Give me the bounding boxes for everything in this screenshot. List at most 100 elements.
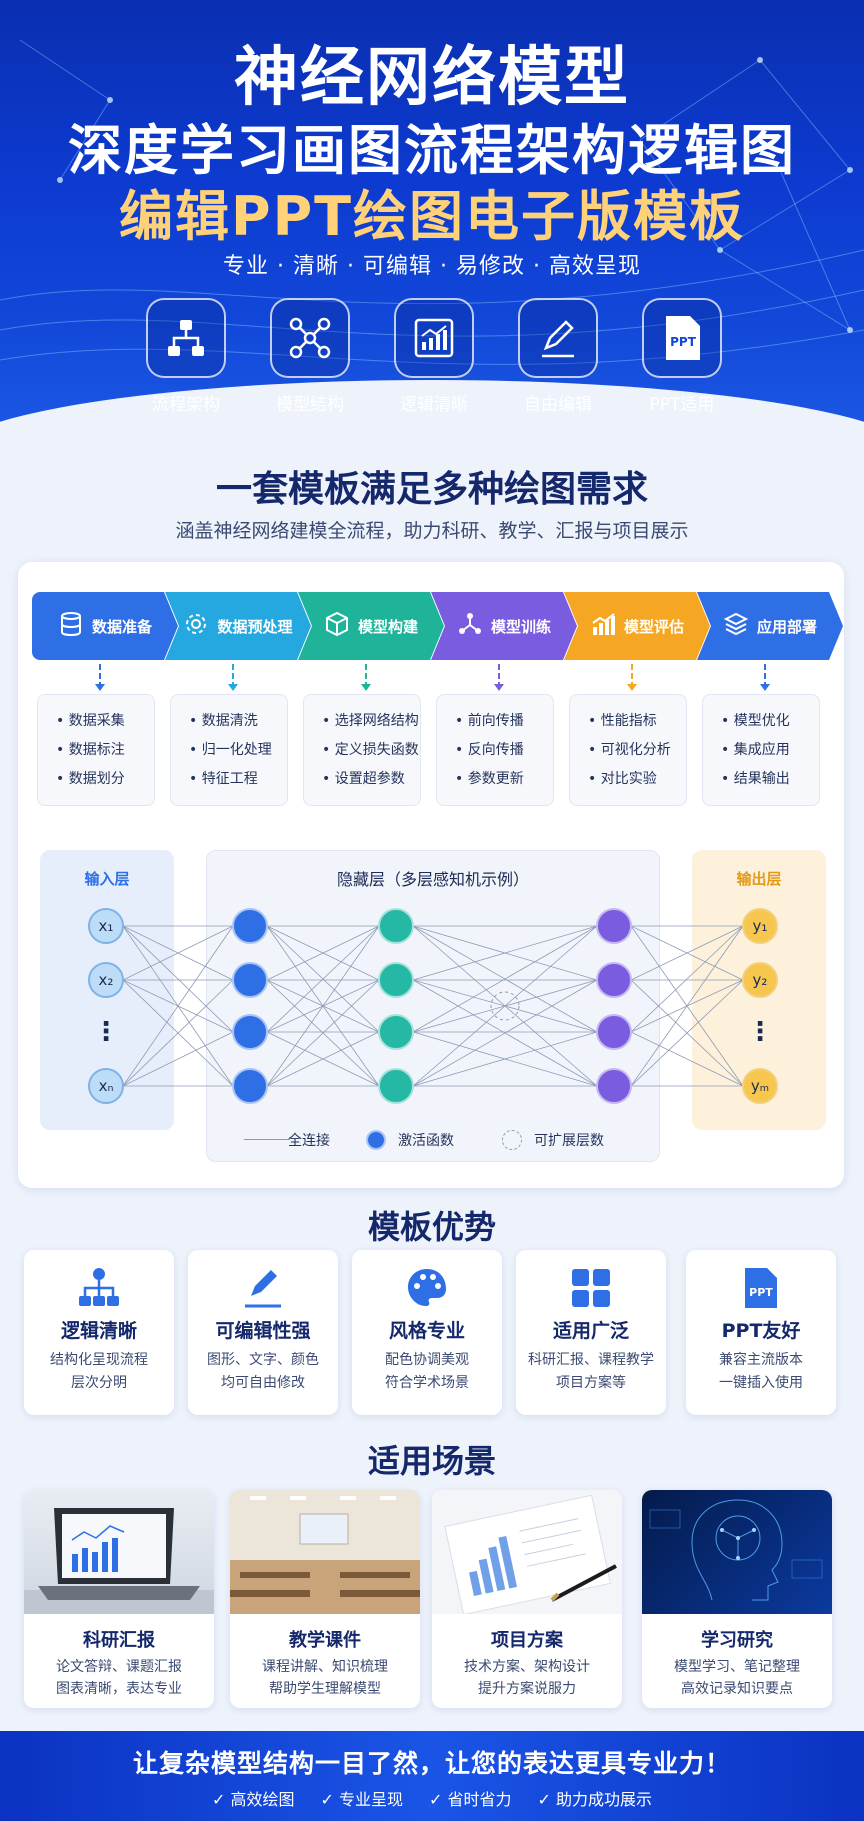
pipeline-detail-item: • 数据清洗 [189, 713, 258, 729]
hidden-node-layer2 [378, 908, 414, 944]
hero-banner [0, 0, 864, 450]
advantage-title: PPT友好 [721, 1320, 801, 1342]
pipeline-detail-item: • 对比实验 [588, 771, 657, 787]
section-title-scenes: 适用场景 [367, 1442, 496, 1480]
pipeline-step: 模型评估 [564, 592, 710, 660]
ppt-file-icon: PPT [739, 1266, 783, 1310]
scene-card: 项目方案 技术方案、架构设计提升方案说服力 [432, 1490, 622, 1708]
scene-desc: 课程讲解、知识梳理帮助学生理解模型 [262, 1659, 388, 1697]
pipeline-connector [498, 664, 500, 688]
cube-icon [324, 611, 350, 641]
pipeline-step-details: • 性能指标• 可视化分析• 对比实验 [569, 694, 687, 806]
pipeline-detail-item: • 选择网络结构 [322, 713, 419, 729]
connection-line [266, 925, 380, 1033]
pipeline-step-label: 模型训练 [490, 617, 551, 636]
legend-full-connect: 全连接 [288, 1133, 330, 1149]
connection-line [266, 979, 380, 1087]
hero-title-line3: 编辑PPT绘图电子版模板 [119, 185, 745, 248]
section-title-advantages: 模板优势 [367, 1208, 496, 1246]
ppt-badge: PPT [749, 1286, 773, 1299]
ppt-badge: PPT [670, 335, 697, 349]
legend-node-icon [366, 1130, 386, 1150]
hidden-node-layer2 [378, 1068, 414, 1104]
network-icon [270, 298, 350, 378]
feature-flow-architecture: 流程架构 [144, 298, 228, 415]
pipeline-arrow-tip [494, 684, 504, 691]
feature-model-structure: 模型结构 [268, 298, 352, 415]
ai-head-photo [642, 1490, 832, 1614]
pipeline-detail-item: • 前向传播 [455, 713, 524, 729]
pipeline-step-label: 数据预处理 [217, 617, 293, 636]
connection-line [412, 1031, 598, 1087]
database-icon [58, 611, 84, 641]
advantage-title: 逻辑清晰 [60, 1320, 137, 1342]
laptop-photo [24, 1490, 214, 1614]
gear-icon [183, 611, 209, 641]
legend-dashed-node-icon [502, 1130, 522, 1150]
hidden-node-layer3 [596, 962, 632, 998]
scene-title: 教学课件 [289, 1630, 361, 1651]
input-node [88, 1068, 124, 1104]
documents-photo [432, 1490, 622, 1614]
scene-desc: 论文答辩、课题汇报图表清晰，表达专业 [56, 1659, 182, 1697]
pipeline-step: 数据预处理 [165, 592, 311, 660]
pipeline-detail-item: • 集成应用 [721, 742, 790, 758]
advantage-desc: 配色协调美观符合学术场景 [385, 1352, 469, 1391]
grid-icon [569, 1266, 613, 1310]
pipeline-detail-item: • 归一化处理 [189, 742, 272, 758]
feature-logic-clear: 逻辑清晰 [392, 298, 476, 415]
pipeline-connector [764, 664, 766, 688]
pipeline-step-details: • 数据清洗 • 归一化处理 • 特征工程 [170, 694, 288, 806]
input-node-label: x₁ [99, 917, 114, 935]
legend-line-icon [244, 1139, 290, 1140]
footer-check-item: ✓ 助力成功展示 [537, 1790, 653, 1809]
input-node [88, 908, 124, 944]
connection-line [630, 979, 744, 1087]
connection-line [630, 925, 744, 1033]
feature-label: PPT适用 [649, 395, 715, 415]
connection-line [630, 1031, 744, 1087]
hidden-node-layer3 [596, 1068, 632, 1104]
connection-line [412, 979, 598, 1087]
chart-icon [394, 298, 474, 378]
pipeline-step-label: 模型评估 [623, 617, 684, 636]
output-node [742, 908, 778, 944]
pipeline-step: 数据准备 [32, 592, 178, 660]
pipeline-step: 应用部署 [697, 592, 843, 660]
pipeline-step: 模型构建 [298, 592, 444, 660]
pipeline-detail-item: • 反向传播 [455, 742, 524, 758]
output-node [742, 1068, 778, 1104]
advantage-title: 可编辑性强 [215, 1320, 311, 1342]
pipeline-step-label: 数据准备 [91, 617, 152, 636]
pipeline-step-details: • 前向传播• 反向传播• 参数更新 [436, 694, 554, 806]
legend-activation: 激活函数 [398, 1133, 454, 1149]
hero-tagline: 专业 · 清晰 · 可编辑 · 易修改 · 高效呈现 [223, 254, 641, 279]
advantage-desc: 兼容主流版本一键插入使用 [719, 1352, 803, 1391]
connection-line [412, 925, 598, 1087]
output-node-label: yₘ [751, 1077, 769, 1095]
pipeline-detail-item: • 结果输出 [721, 771, 790, 787]
advantage-title: 适用广泛 [552, 1320, 629, 1342]
pipeline-detail-item: • 特征工程 [189, 771, 258, 787]
connection-line [412, 925, 598, 1033]
pipeline-detail-item: • 数据采集 [56, 713, 125, 729]
pipeline-detail-item: • 设置超参数 [322, 771, 405, 787]
scene-desc: 技术方案、架构设计提升方案说服力 [464, 1659, 590, 1697]
feature-label: 逻辑清晰 [400, 395, 468, 415]
ellipsis-label: ⋮ [93, 1017, 119, 1047]
feature-label: 模型结构 [276, 395, 344, 415]
pipeline-arrow-tip [627, 684, 637, 691]
classroom-photo [230, 1490, 420, 1614]
hidden-layer-title: 隐藏层（多层感知机示例） [336, 870, 529, 889]
pipeline-detail-item: • 可视化分析 [588, 742, 671, 758]
output-node-label: y₂ [753, 971, 768, 989]
extendable-layer-marker [490, 991, 520, 1021]
pipeline-connector [99, 664, 101, 688]
hidden-node-layer1 [232, 908, 268, 944]
pipeline-connector [631, 664, 633, 688]
connection-line [266, 925, 380, 981]
input-node-label: xₙ [99, 1077, 114, 1095]
ellipsis-label: ⋮ [747, 1017, 773, 1047]
hero-title-line1: 神经网络模型 [234, 41, 630, 115]
pipeline-step: 模型训练 [431, 592, 577, 660]
